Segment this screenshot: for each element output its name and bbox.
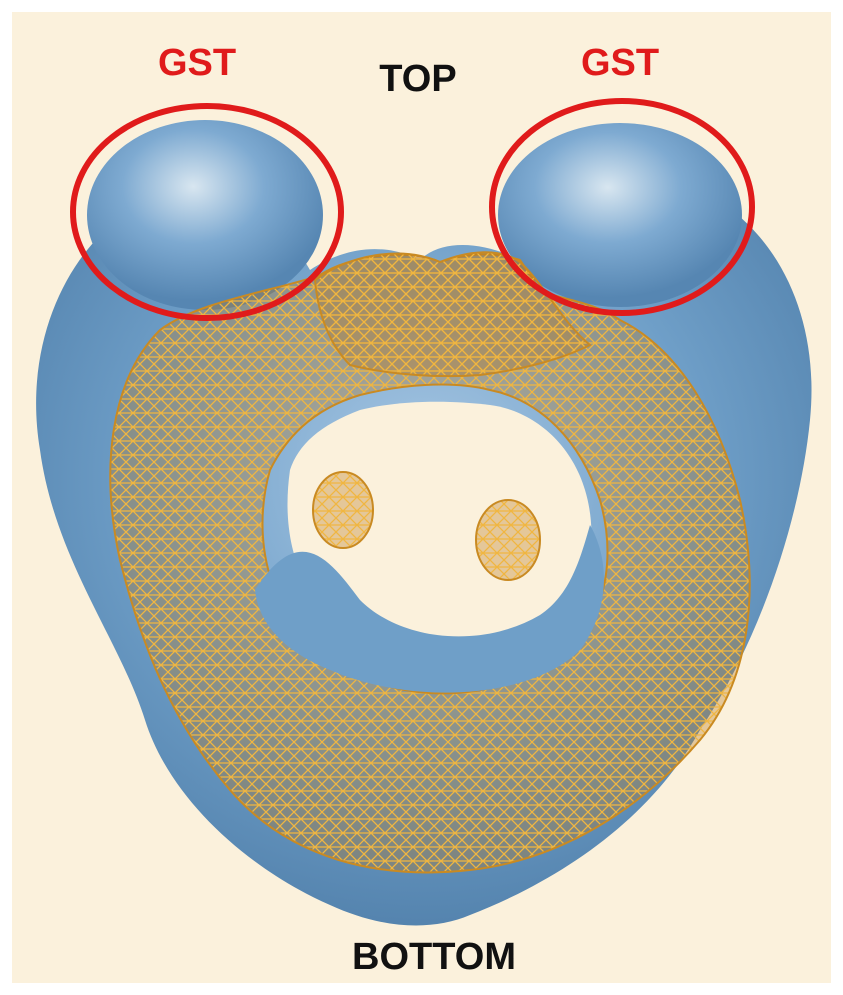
mesh-blob-left	[313, 472, 373, 548]
gst-label-right: GST	[581, 44, 659, 82]
bottom-label: BOTTOM	[352, 938, 516, 976]
gst-label-left: GST	[158, 44, 236, 82]
mesh-blob-right	[476, 500, 540, 580]
top-label: TOP	[379, 60, 456, 98]
gst-lobe-left	[87, 120, 323, 310]
